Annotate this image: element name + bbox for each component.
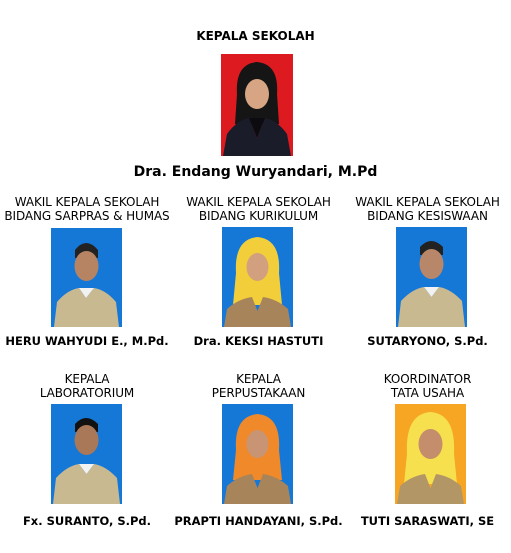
staff-name-tata-usaha: TUTI SARASWATI, SE — [360, 514, 495, 528]
staff-role-kurikulum: WAKIL KEPALA SEKOLAH BIDANG KURIKULUM — [172, 195, 345, 223]
role-line1: KEPALA — [236, 372, 281, 386]
staff-name-kesiswaan: SUTARYONO, S.Pd. — [367, 334, 488, 348]
principal-photo — [221, 54, 293, 156]
role-line1: WAKIL KEPALA SEKOLAH — [14, 195, 160, 209]
role-line1: WAKIL KEPALA SEKOLAH — [355, 195, 500, 209]
staff-name-perpustakaan: PRAPTI HANDAYANI, S.Pd. — [174, 514, 343, 528]
staff-role-laboratorium: KEPALA LABORATORIUM — [0, 372, 174, 400]
role-line2: BIDANG KESISWAAN — [367, 209, 488, 223]
staff-photo-laboratorium — [51, 404, 122, 504]
staff-photo-kesiswaan — [396, 227, 467, 327]
staff-role-tata-usaha: KOORDINATOR TATA USAHA — [344, 372, 511, 400]
staff-name-laboratorium: Fx. SURANTO, S.Pd. — [22, 514, 152, 528]
role-line1: WAKIL KEPALA SEKOLAH — [186, 195, 331, 209]
principal-name: Dra. Endang Wuryandari, M.Pd — [133, 164, 378, 180]
role-line2: LABORATORIUM — [39, 386, 135, 400]
staff-role-sarpras: WAKIL KEPALA SEKOLAH BIDANG SARPRAS & HU… — [0, 195, 174, 223]
staff-name-kurikulum: Dra. KEKSI HASTUTI — [193, 334, 324, 348]
staff-photo-kurikulum — [222, 227, 293, 327]
staff-photo-tata-usaha — [395, 404, 466, 504]
role-line2: TATA USAHA — [390, 386, 465, 400]
role-line2: PERPUSTAKAAN — [211, 386, 306, 400]
staff-role-kesiswaan: WAKIL KEPALA SEKOLAH BIDANG KESISWAAN — [344, 195, 511, 223]
role-line2: BIDANG SARPRAS & HUMAS — [4, 209, 170, 223]
role-line1: KEPALA — [64, 372, 110, 386]
staff-name-sarpras: HERU WAHYUDI E., M.Pd. — [5, 334, 169, 348]
staff-role-perpustakaan: KEPALA PERPUSTAKAAN — [172, 372, 345, 400]
role-line2: BIDANG KURIKULUM — [198, 209, 319, 223]
principal-title: KEPALA SEKOLAH — [196, 29, 315, 43]
role-line1: KOORDINATOR — [383, 372, 472, 386]
staff-photo-sarpras — [51, 228, 122, 327]
staff-photo-perpustakaan — [222, 404, 293, 504]
